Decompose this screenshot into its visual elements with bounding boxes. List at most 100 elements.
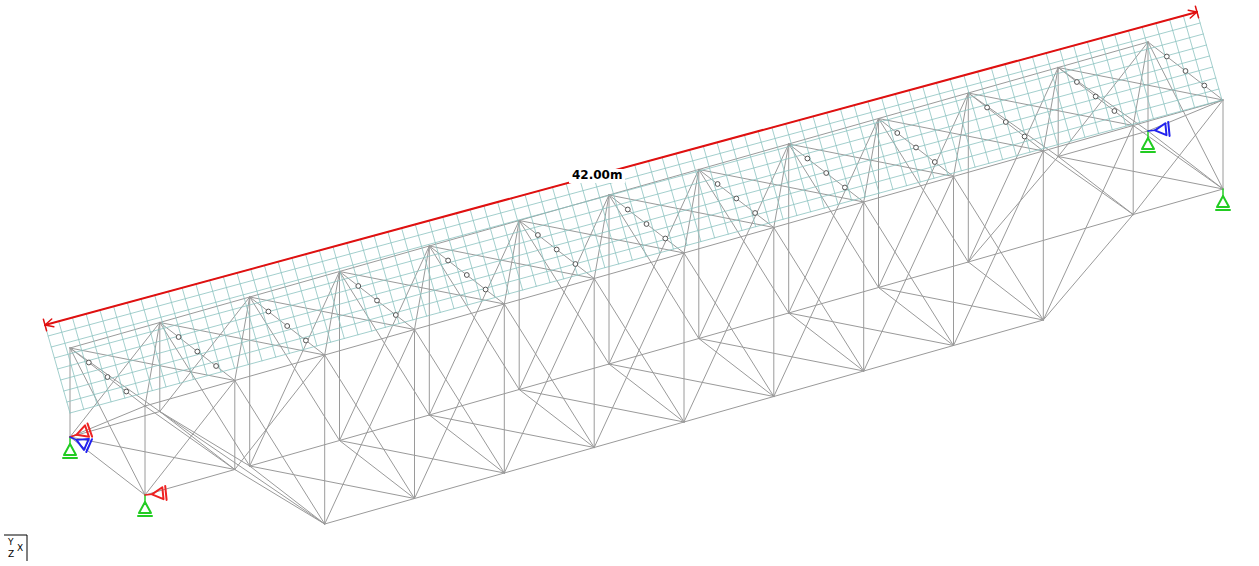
deck-grid-line xyxy=(1046,53,1071,141)
bottom-chord xyxy=(774,371,864,397)
deck-grid xyxy=(45,12,1222,413)
deck-grid-line xyxy=(854,105,879,193)
load-points xyxy=(86,54,1206,394)
deck-grid-line xyxy=(1156,23,1181,111)
axis-label: X xyxy=(17,543,23,553)
deck-grid-line xyxy=(991,68,1016,156)
truss-vertical xyxy=(609,195,610,364)
truss-vertical xyxy=(1058,68,1059,157)
side-diagonal xyxy=(1043,151,1133,215)
deck-grid-line xyxy=(347,243,372,331)
support-base xyxy=(63,457,77,459)
load-point xyxy=(375,298,380,303)
side-diagonal xyxy=(864,177,954,372)
top-cross-beam xyxy=(429,246,504,304)
deck-grid-line xyxy=(1087,42,1112,130)
support-symbol xyxy=(152,487,164,499)
deck-grid-line xyxy=(429,221,454,309)
bottom-chord xyxy=(968,157,1058,263)
deck-grid-line xyxy=(306,254,331,342)
side-diagonal xyxy=(429,221,519,416)
deck-grid-line xyxy=(319,251,344,339)
deck-grid-line xyxy=(58,56,1210,369)
bottom-chord xyxy=(250,441,340,467)
deck-grid-line xyxy=(909,90,934,178)
deck-grid-line xyxy=(484,206,509,294)
dimension-line xyxy=(43,6,1198,331)
dimension-line xyxy=(45,12,1197,325)
load-point xyxy=(805,156,810,161)
top-chord xyxy=(340,246,430,272)
load-point xyxy=(483,287,488,292)
bottom-chord xyxy=(70,412,160,438)
deck-grid-line xyxy=(333,247,358,335)
deck-grid-line xyxy=(662,157,687,245)
deck-grid-line xyxy=(1142,27,1167,115)
load-point xyxy=(914,145,919,150)
deck-grid-line xyxy=(45,325,70,413)
deck-grid-line xyxy=(566,183,591,271)
top-chord xyxy=(864,177,954,203)
load-point xyxy=(285,324,290,329)
bottom-diagonal xyxy=(789,313,954,346)
top-chord xyxy=(699,144,789,170)
deck-grid-line xyxy=(67,89,1219,402)
support-base xyxy=(1216,209,1230,211)
top-cross-beam xyxy=(519,221,594,279)
deck-grid-line xyxy=(114,306,139,394)
top-chord xyxy=(235,355,325,381)
truss-vertical xyxy=(145,406,146,495)
support-stem xyxy=(1148,130,1155,132)
support-base xyxy=(1168,122,1169,136)
deck-grid-line xyxy=(635,165,660,253)
deck-grid-line xyxy=(360,239,385,327)
bottom-chord xyxy=(1043,215,1133,321)
support-base xyxy=(86,439,92,452)
deck-grid-line xyxy=(64,78,1216,391)
dimension-label: 42.00m xyxy=(569,169,625,183)
deck-grid-line xyxy=(978,72,1003,160)
bottom-cross-beam xyxy=(699,339,774,397)
truss-vertical xyxy=(234,381,235,470)
bottom-chord xyxy=(519,364,609,390)
deck-grid-line xyxy=(950,79,975,167)
supports xyxy=(63,122,1230,516)
truss-vertical xyxy=(1133,126,1134,215)
deck-grid-line xyxy=(1060,49,1085,137)
axis-label: Y xyxy=(8,537,14,547)
side-diagonal xyxy=(325,330,415,525)
side-diagonal xyxy=(1058,42,1148,157)
truss-vertical xyxy=(504,304,505,473)
side-diagonal xyxy=(70,323,160,438)
deck-grid-line xyxy=(882,98,907,186)
support-symbol xyxy=(1142,138,1154,149)
side-diagonal xyxy=(1133,100,1223,215)
deck-grid-line xyxy=(48,23,1200,336)
top-diagonal xyxy=(145,323,160,407)
side-diagonal xyxy=(594,253,684,448)
support-stem xyxy=(145,494,152,496)
side-diagonal xyxy=(519,195,609,390)
deck-grid-line xyxy=(1115,34,1140,122)
deck-grid-line xyxy=(703,146,728,234)
deck-grid-line xyxy=(1170,20,1195,108)
deck-grid-line xyxy=(772,128,797,216)
top-cross-beam xyxy=(340,272,415,330)
load-point xyxy=(663,236,668,241)
load-point xyxy=(1112,109,1117,114)
bottom-diagonal xyxy=(968,215,1133,263)
deck-grid-line xyxy=(840,109,865,197)
top-chord xyxy=(684,228,774,254)
bottom-chord xyxy=(684,397,774,423)
bottom-chord xyxy=(415,473,505,499)
deck-grid-line xyxy=(758,131,783,219)
side-diagonal xyxy=(684,228,774,423)
deck-grid-line xyxy=(51,34,1203,347)
load-point xyxy=(124,389,129,394)
truss-vertical xyxy=(594,279,595,448)
bottom-cross-beam xyxy=(879,288,954,346)
load-point xyxy=(843,185,848,190)
deck-grid-line xyxy=(86,314,111,402)
axis-line xyxy=(27,535,28,561)
deck-grid-line xyxy=(868,101,893,189)
